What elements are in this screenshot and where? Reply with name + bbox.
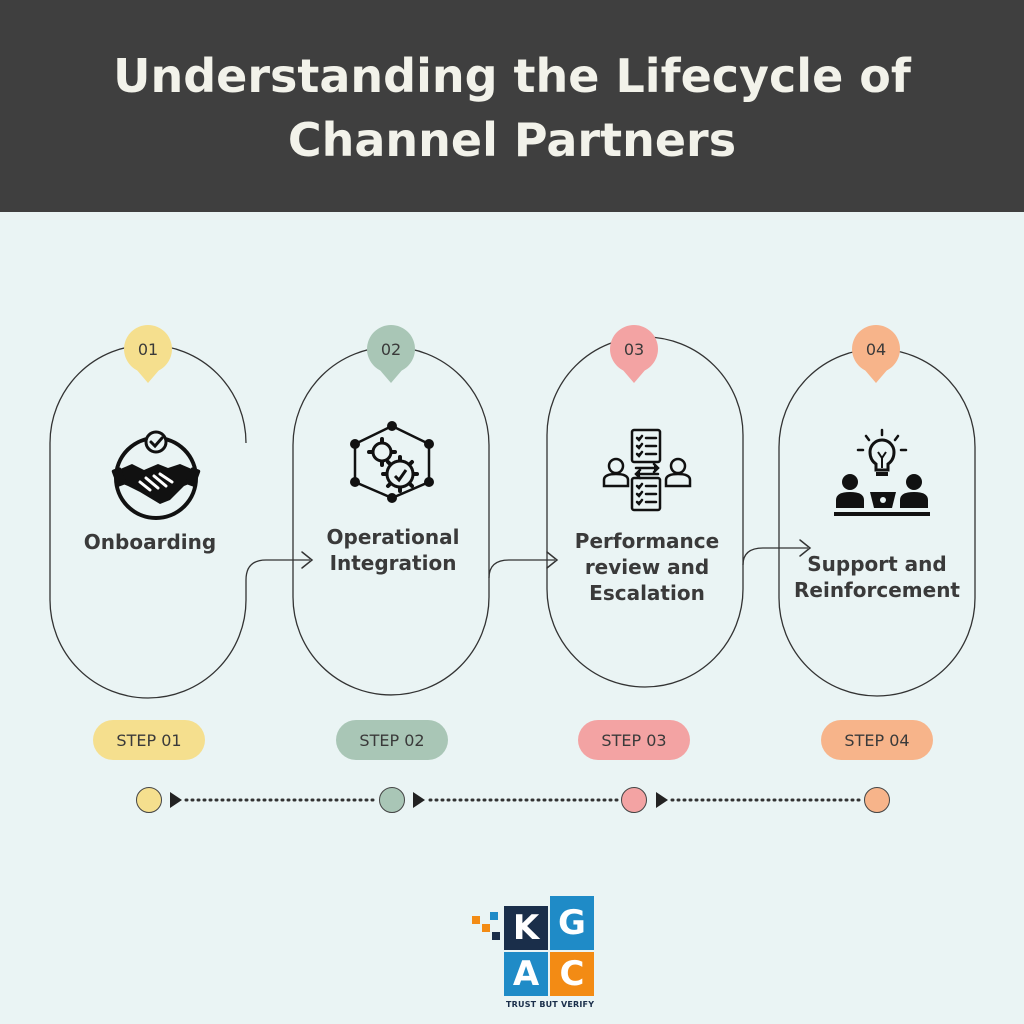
arrow-head-2: [546, 551, 559, 569]
stage-2-label: Operational Integration: [293, 524, 493, 576]
stage-2-outline: [292, 346, 490, 696]
logo-letter-a: A: [504, 952, 548, 996]
stage-2-number-badge: 02: [367, 325, 415, 383]
step-2-pill: STEP 02: [336, 720, 448, 760]
stage-2-connector: [488, 559, 555, 579]
stage-4-label-line: Support and: [807, 552, 947, 576]
stage-4-number-badge: 04: [852, 325, 900, 383]
arrow-head-3: [799, 539, 812, 557]
timeline-dot-3: [621, 787, 647, 813]
review-exchange-icon: [602, 428, 692, 512]
logo-letter-k: K: [504, 906, 548, 950]
gears-network-icon: [350, 421, 434, 503]
stage-3-outline: [546, 336, 744, 688]
stage-3-label-line: review and: [584, 555, 710, 579]
step-1-pill: STEP 01: [93, 720, 205, 760]
idea-meeting-icon: [834, 428, 930, 516]
timeline-arrow-1: [170, 792, 182, 808]
stage-4-outline: [778, 348, 976, 697]
stage-2-label-line: Operational: [326, 525, 460, 549]
step-3-pill: STEP 03: [578, 720, 690, 760]
logo-pixel: [492, 932, 500, 940]
logo-pixel: [482, 924, 490, 932]
stage-4-label-line: Reinforcement: [794, 578, 960, 602]
title-line-2: Channel Partners: [287, 113, 737, 167]
stage-1-outline: [49, 344, 310, 699]
timeline-arrow-3: [656, 792, 668, 808]
stage-3-number-badge: 03: [610, 325, 658, 383]
header-banner: Understanding the Lifecycle of Channel P…: [0, 0, 1024, 212]
timeline-arrow-2: [413, 792, 425, 808]
arrow-head-1: [301, 551, 314, 569]
stage-1-label-line: Onboarding: [83, 530, 217, 554]
stage-3-label-line: Escalation: [589, 581, 705, 605]
stage-1-label: Onboarding: [50, 529, 250, 555]
step-4-pill: STEP 04: [821, 720, 933, 760]
title-line-1: Understanding the Lifecycle of: [113, 49, 911, 103]
stage-3-label: Performance review and Escalation: [547, 528, 747, 606]
stage-3-connector: [742, 547, 808, 566]
page-title: Understanding the Lifecycle of Channel P…: [62, 44, 962, 172]
logo-letter-g: G: [550, 896, 594, 950]
stage-4-label: Support and Reinforcement: [777, 551, 977, 603]
timeline-dot-4: [864, 787, 890, 813]
stage-3-label-line: Performance: [574, 529, 720, 553]
handshake-icon: [111, 430, 201, 520]
kgac-logo: K G A C TRUST BUT VERIFY: [472, 896, 612, 1016]
timeline-dot-1: [136, 787, 162, 813]
timeline-dot-2: [379, 787, 405, 813]
logo-pixel: [472, 916, 480, 924]
logo-pixel: [490, 912, 498, 920]
logo-tagline: TRUST BUT VERIFY: [506, 1000, 595, 1009]
stage-1-number-badge: 01: [124, 325, 172, 383]
stage-2-label-line: Integration: [329, 551, 457, 575]
logo-letter-c: C: [550, 952, 594, 996]
